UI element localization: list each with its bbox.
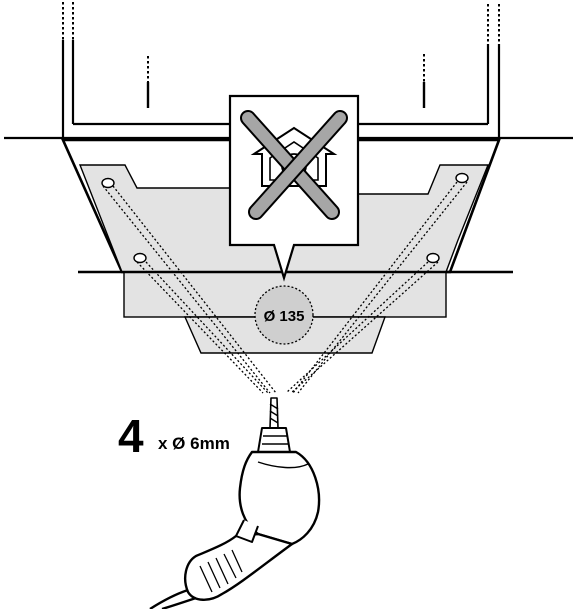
mounting-hole-bottom-right <box>426 252 440 264</box>
exhaust-hole: Ø 135 <box>254 285 314 345</box>
crossed-out-smoke-detector-icon <box>240 110 348 220</box>
mounting-hole-top-left <box>101 177 115 189</box>
mounting-hole-top-right <box>455 172 469 184</box>
hole-spec: 4 x Ø 6mm <box>118 410 230 462</box>
wall-continuation-marks <box>62 2 500 82</box>
hole-count: 4 <box>118 410 144 462</box>
mounting-hole-bottom-left <box>133 252 147 264</box>
warning-callout <box>228 94 360 282</box>
hole-spec-label: x Ø 6mm <box>158 434 230 453</box>
ceiling-structure <box>4 40 573 140</box>
inner-wall-stubs <box>146 82 426 108</box>
power-drill-icon <box>149 397 321 609</box>
drill-guide-lines <box>102 181 468 394</box>
hole-diameter-label: Ø 135 <box>264 308 305 325</box>
mounting-holes <box>101 172 469 264</box>
